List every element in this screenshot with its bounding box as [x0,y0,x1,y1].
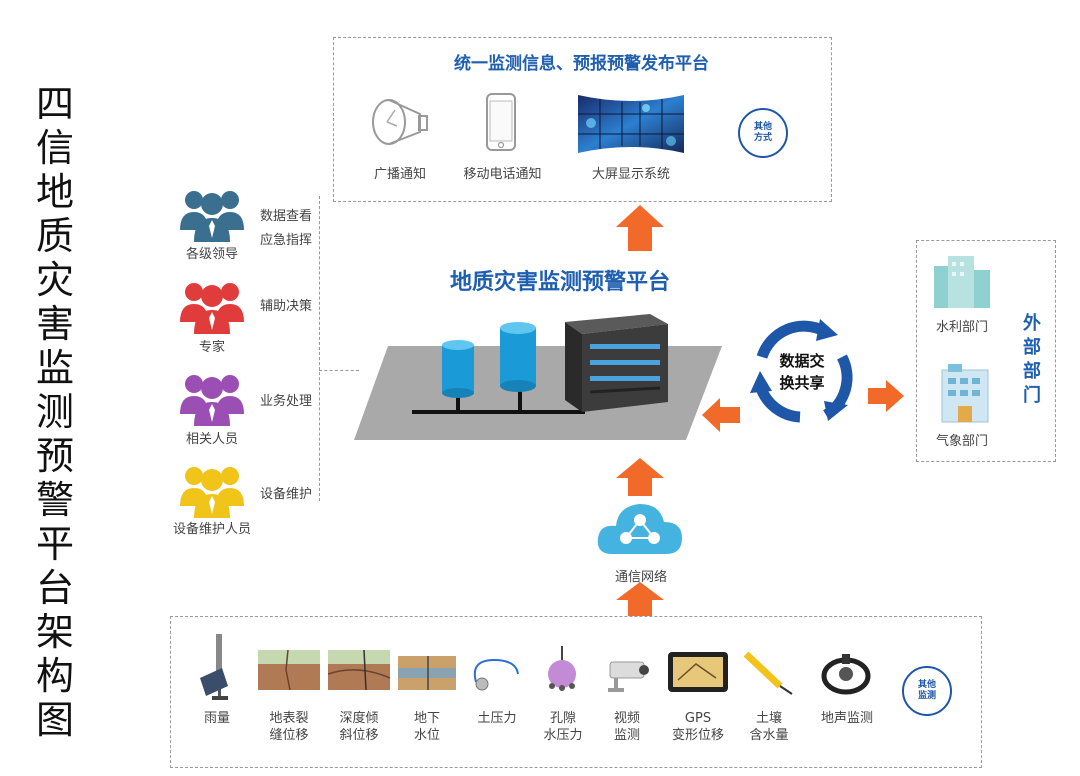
diagram-title: 四信地质灾害监测预警平台架构图 [35,82,74,742]
sensor-label-soil-moisture: 土壤含水量 [749,711,789,743]
deep-tilt-icon [328,650,390,690]
weather-dept-label: 气象部门 [935,434,988,449]
sensor-label-video: 视频监测 [613,711,640,743]
acoustic-monitor-icon [821,654,871,695]
groundwater-icon [398,656,456,690]
expert-people-icon [180,283,244,334]
video-camera-icon [608,661,649,692]
soil-pressure-icon [473,658,519,691]
platform-base [354,314,722,440]
pore-pressure-icon [548,646,576,691]
sensor-label-rain: 雨量 [203,711,230,726]
soil-moisture-icon [743,651,793,695]
platform-title: 地质灾害监测预警平台 [449,270,670,295]
sensor-label-soil-pressure: 土压力 [477,711,517,726]
top-panel [333,37,832,202]
sensor-label-surface-crack: 地表裂缝位移 [269,711,309,743]
arrow-up-platform [616,458,664,496]
role-staff-name: 相关人员 [185,432,238,447]
weather-dept-building-icon [941,364,989,423]
exchange-label-2: 换共享 [779,374,825,392]
role-expert-name: 专家 [198,340,225,355]
role-leader-action-1: 数据查看 [259,209,312,224]
role-staff-action-1: 业务处理 [259,394,312,409]
water-dept-label: 水利部门 [935,320,988,335]
mobile-phone-icon [486,93,516,151]
sensor-label-deep-tilt: 深度倾斜位移 [339,711,379,743]
sensor-label-groundwater: 地下水位 [413,711,440,743]
role-leader-action-2: 应急指挥 [259,233,312,248]
sensor-label-acoustic: 地声监测 [820,711,873,726]
roles-connector [252,196,320,501]
exchange-label-1: 数据交 [779,352,825,370]
network-cloud-icon [597,504,682,554]
external-title: 外部部门 [1023,313,1041,406]
broadcast-icon [372,99,428,145]
arrow-right-external [868,380,904,412]
sensor-label-pore-pressure: 孔隙水压力 [543,711,583,743]
role-maintenance-name: 设备维护人员 [172,522,251,537]
sensor-panel [170,616,982,768]
role-maintenance-action-1: 设备维护 [259,487,312,502]
big-screen-label: 大屏显示系统 [591,167,670,182]
data-exchange-icon [750,319,853,423]
water-dept-building-icon [934,256,990,308]
staff-people-icon [180,375,244,426]
network-label: 通信网络 [614,570,667,585]
platform-connector [319,370,359,372]
maintenance-people-icon [180,467,244,518]
arrow-left-platform [702,398,740,432]
other-monitoring-badge: 其他 监测 [902,666,952,716]
other-methods-badge: 其他 方式 [738,108,788,158]
top-panel-title: 统一监测信息、预报预警发布平台 [454,54,709,74]
big-screen-icon [578,95,684,153]
leader-people-icon [180,191,244,242]
surface-crack-icon [258,650,320,690]
broadcast-label: 广播通知 [373,167,426,182]
role-leader-name: 各级领导 [185,247,238,262]
arrow-up-top [616,205,664,251]
rain-gauge-icon [200,634,228,700]
gps-device-icon [668,652,728,692]
role-expert-action-1: 辅助决策 [259,299,312,314]
external-panel [916,240,1056,462]
mobile-label: 移动电话通知 [463,167,542,182]
arrow-up-network [616,582,664,616]
